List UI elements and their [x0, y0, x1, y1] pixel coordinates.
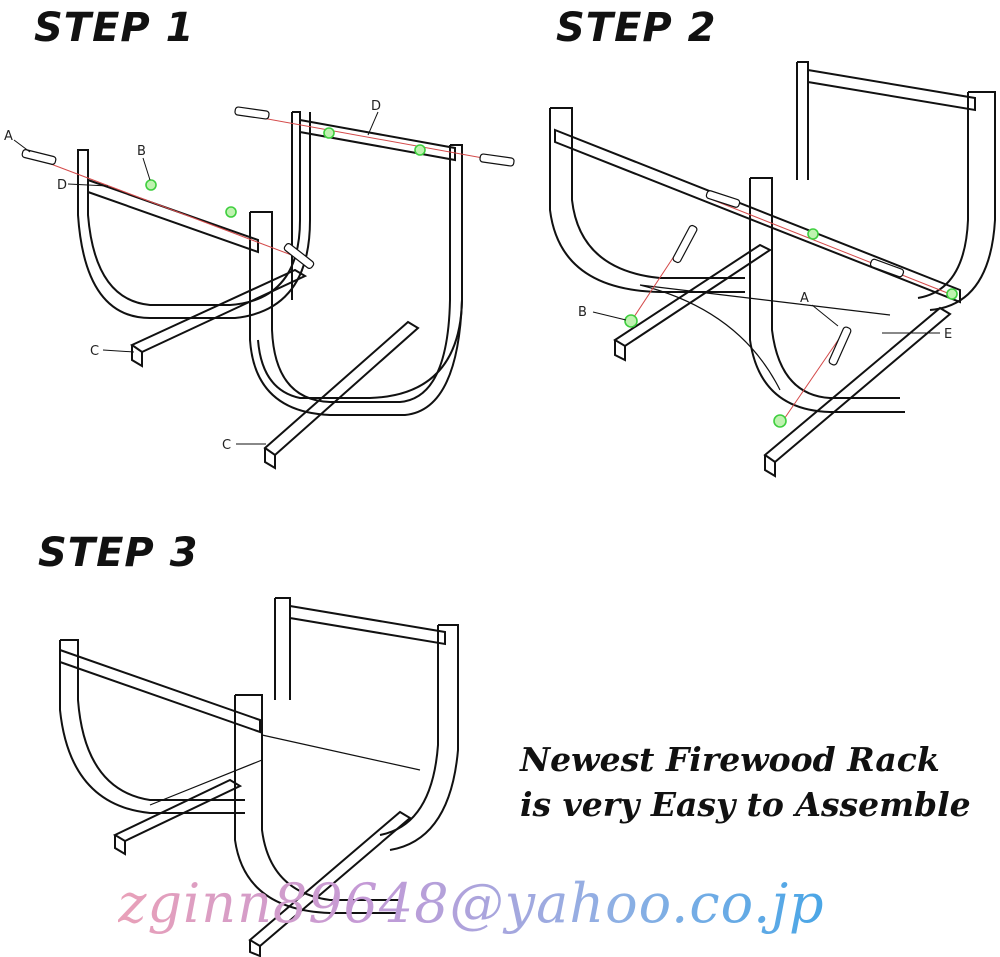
step-1-title: STEP 1 [34, 5, 195, 51]
email-watermark: zginn89648@yahoo.co.jp [118, 872, 825, 935]
step-2-title: STEP 2 [556, 5, 717, 51]
step2-label-e: E [944, 327, 952, 342]
back-frame [77, 111, 311, 319]
bolt-a-2 [828, 326, 852, 366]
foot-front-3 [248, 810, 412, 948]
front-frame [250, 145, 451, 403]
sling-3 [149, 734, 421, 806]
step-1-diagram: A B D D C C [4, 99, 515, 470]
top-back-bar [807, 68, 976, 112]
caption-line-2: is very Easy to Assemble [520, 785, 971, 824]
bar-d-front [87, 178, 259, 254]
bolt-a [21, 149, 57, 165]
foot-back [613, 243, 772, 348]
step2-label-a: A [800, 291, 809, 306]
top-back-bar-3 [289, 604, 446, 646]
step-2-diagram: B A E [549, 61, 996, 478]
bar-d-back [299, 118, 456, 162]
top-front-bar-3 [59, 648, 261, 734]
label-c-back: C [90, 344, 99, 359]
step-3-diagram [59, 597, 459, 957]
sling-e [639, 284, 891, 391]
foot-back-3 [112, 778, 243, 843]
caption-line-1: Newest Firewood Rack [520, 740, 940, 779]
label-b: B [137, 144, 146, 159]
top-front-bar [554, 128, 961, 304]
washer-b [145, 179, 157, 191]
foot-c-back [129, 268, 308, 354]
front-side [750, 177, 900, 399]
label-d-back: D [371, 99, 381, 114]
label-a: A [4, 129, 13, 144]
step2-label-b: B [578, 305, 587, 320]
front-side-3 [235, 694, 400, 901]
foot-c-front [263, 320, 420, 457]
foot-front [763, 306, 952, 464]
label-c-front: C [222, 438, 231, 453]
label-d-front: D [57, 178, 67, 193]
bolt-b [672, 224, 698, 264]
step-3-title: STEP 3 [38, 530, 199, 576]
